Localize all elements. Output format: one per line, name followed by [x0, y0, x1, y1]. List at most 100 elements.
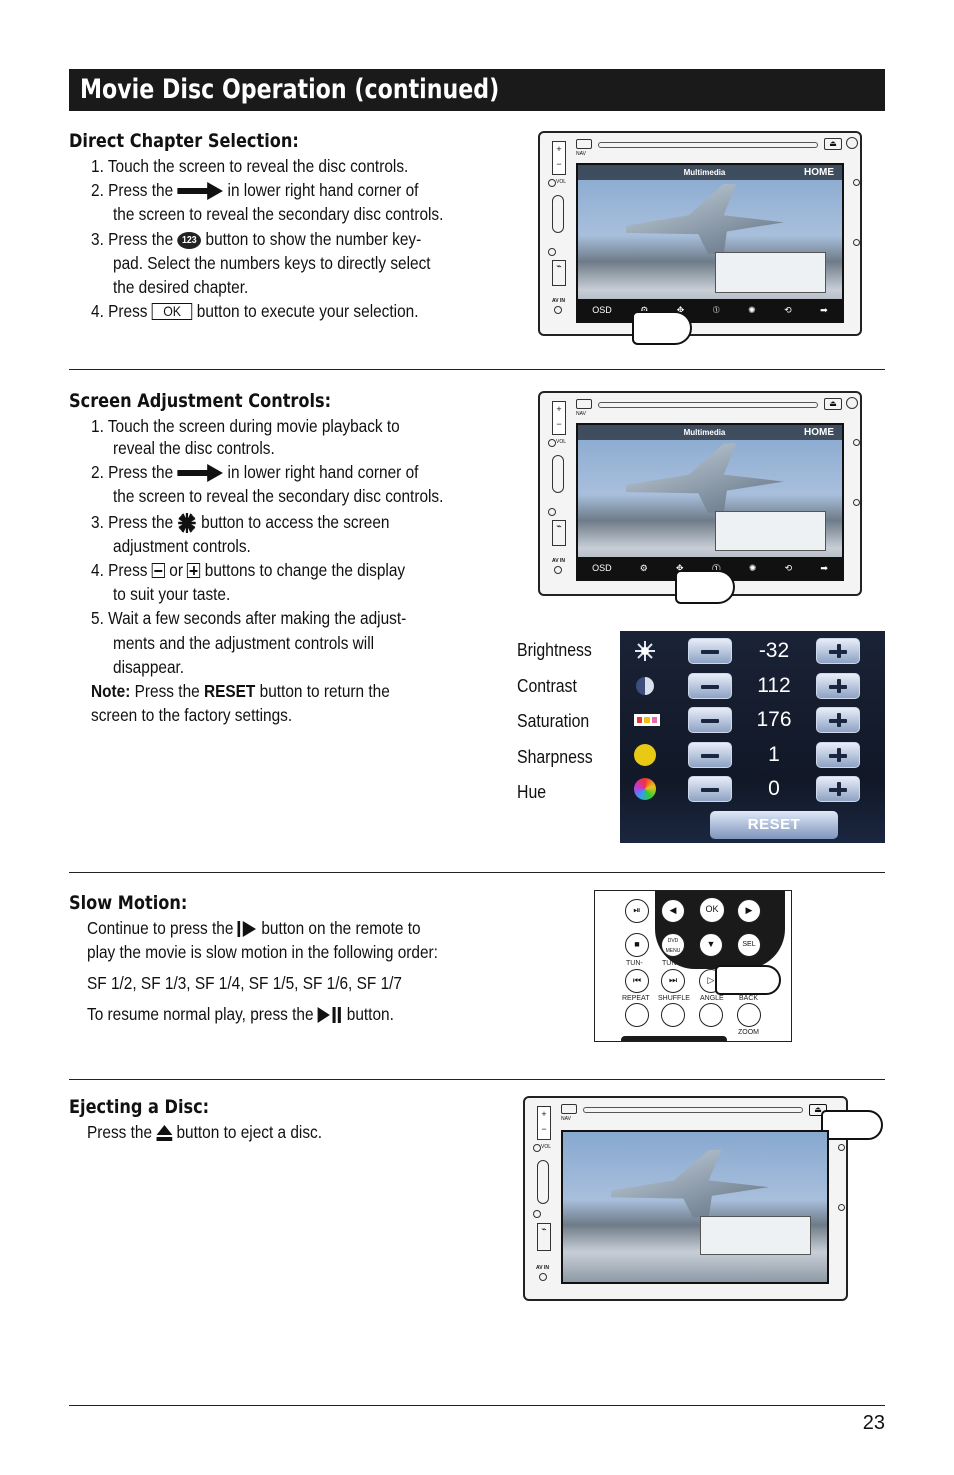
saturation-icon [634, 714, 660, 726]
eject-icon [156, 1125, 173, 1142]
sharpness-minus-button[interactable] [688, 742, 732, 768]
page-title: Movie Disc Operation (continued) [80, 74, 500, 105]
brightness-sun-icon [178, 513, 196, 534]
contrast-row: 112 [620, 669, 885, 703]
saturation-value: 176 [756, 708, 792, 731]
label-hue: Hue [517, 782, 547, 802]
arrow-right-icon [177, 464, 224, 483]
slow-heading: Slow Motion: [69, 892, 188, 914]
play-pause-button: ⏯ [625, 899, 649, 923]
adjust-labels: Brightness Contrast Saturation Sharpness… [517, 633, 593, 811]
adj-step-1: 1. Touch the screen during movie playbac… [91, 416, 400, 436]
keypad-123-icon: 123 [177, 232, 202, 249]
eject-line: Press the button to eject a disc. [87, 1122, 323, 1142]
pointing-hand-icon [715, 965, 781, 995]
label-sharpness: Sharpness [517, 746, 593, 767]
pointing-hand-icon [632, 311, 692, 345]
angle-button [699, 1003, 723, 1027]
adj-step-3-cont: adjustment controls. [113, 536, 251, 556]
adj-step-2-cont: the screen to reveal the secondary disc … [113, 486, 444, 506]
eject-icon: ⏏ [824, 398, 842, 410]
contrast-value: 112 [757, 674, 791, 697]
hue-minus-button[interactable] [688, 776, 732, 802]
screen-adjust-panel: -32 112 176 1 0 RESET [620, 631, 885, 843]
plus-icon [187, 563, 201, 578]
adj-step-5-cont: ments and the adjustment controls will [113, 633, 375, 653]
eject-icon: ⏏ [824, 138, 842, 150]
contrast-plus-button[interactable] [816, 673, 860, 699]
section-divider [69, 369, 885, 370]
back-button [737, 1003, 761, 1027]
page-title-bar: Movie Disc Operation (continued) [69, 69, 885, 111]
slow-line-4: To resume normal play, press the button. [87, 1004, 394, 1024]
arrow-right-icon [177, 182, 224, 201]
ok-button-icon: OK [151, 303, 193, 320]
hue-plus-button[interactable] [816, 776, 860, 802]
slow-line-1: Continue to press the button on the remo… [87, 918, 421, 938]
brightness-plus-button[interactable] [816, 638, 860, 664]
direct-heading: Direct Chapter Selection: [69, 130, 299, 152]
adj-note-cont: screen to the factory settings. [91, 705, 293, 725]
label-brightness: Brightness [517, 640, 592, 660]
direct-step-4: 4. Press OK button to execute your selec… [91, 301, 419, 321]
adj-step-4-cont: to suit your taste. [113, 584, 231, 604]
label-contrast: Contrast [517, 675, 577, 696]
label-saturation: Saturation [517, 711, 590, 731]
page-number: 23 [862, 1412, 885, 1434]
slow-forward-icon [237, 921, 257, 938]
sel-button: SEL [737, 933, 761, 957]
saturation-minus-button[interactable] [688, 707, 732, 733]
reset-button[interactable]: RESET [710, 811, 838, 839]
slow-speeds: SF 1/2, SF 1/3, SF 1/4, SF 1/5, SF 1/6, … [87, 973, 402, 993]
footer-rule [69, 1405, 885, 1406]
play-pause-icon [317, 1007, 342, 1024]
adj-step-5: 5. Wait a few seconds after making the a… [91, 608, 407, 628]
adj-step-2: 2. Press the in lower right hand corner … [91, 462, 419, 483]
sharpness-row: 1 [620, 738, 885, 772]
sharpness-value: 1 [768, 743, 780, 766]
brightness-value: -32 [758, 639, 790, 662]
section-divider [69, 872, 885, 873]
next-button: ⏭ [661, 969, 685, 993]
direct-step-3-cont: pad. Select the numbers keys to directly… [113, 253, 431, 273]
direct-step-2: 2. Press the in lower right hand corner … [91, 180, 419, 201]
adj-step-5-cont2: disappear. [113, 657, 185, 677]
hue-value: 0 [768, 777, 780, 800]
saturation-row: 176 [620, 703, 885, 737]
sharpness-plus-button[interactable] [816, 742, 860, 768]
down-arrow-button: ▼ [699, 933, 723, 957]
screenadj-heading: Screen Adjustment Controls: [69, 390, 332, 412]
slow-line-2: play the movie is slow motion in the fol… [87, 942, 438, 962]
direct-step-3: 3. Press the 123 button to show the numb… [91, 229, 422, 249]
disc-control-bar: OSD⚙✥⓵✺⟲➡ [578, 557, 842, 579]
contrast-minus-button[interactable] [688, 673, 732, 699]
contrast-icon [636, 677, 654, 695]
brightness-row: -32 [620, 634, 885, 668]
adj-note: Note: Press the RESET button to return t… [91, 681, 390, 701]
brightness-minus-button[interactable] [688, 638, 732, 664]
saturation-plus-button[interactable] [816, 707, 860, 733]
remote-illustration: ⏯ ◀ OK ▶ ■ DVD MENU ▼ SEL TUN- TUN+ ⏮ ⏭ … [594, 890, 792, 1042]
prev-button: ⏮ [625, 969, 649, 993]
shuffle-button [661, 1003, 685, 1027]
brightness-icon [635, 641, 655, 661]
ok-button: OK [699, 897, 725, 923]
dvd-menu-button: DVD MENU [661, 933, 685, 957]
direct-step-3-cont2: the desired chapter. [113, 277, 249, 297]
head-unit-illustration-3: +− NAV ⏏ VOL ⌁ AV IN [523, 1096, 883, 1301]
sharpness-icon [634, 744, 656, 766]
pointing-hand-icon [821, 1110, 883, 1140]
section-divider [69, 1079, 885, 1080]
direct-step-2-cont: the screen to reveal the secondary disc … [113, 204, 444, 224]
adj-step-3: 3. Press the button to access the screen [91, 510, 389, 534]
adj-step-4: 4. Press or buttons to change the displa… [91, 560, 406, 580]
direct-step-1: 1. Touch the screen to reveal the disc c… [91, 156, 409, 176]
repeat-button [625, 1003, 649, 1027]
hue-icon [634, 778, 656, 800]
adj-step-1-cont: reveal the disc controls. [113, 438, 275, 458]
pointing-hand-icon [675, 570, 735, 604]
disc-control-bar: OSD⚙✥⓵✺⟲➡ [578, 299, 842, 321]
eject-heading: Ejecting a Disc: [69, 1096, 210, 1118]
